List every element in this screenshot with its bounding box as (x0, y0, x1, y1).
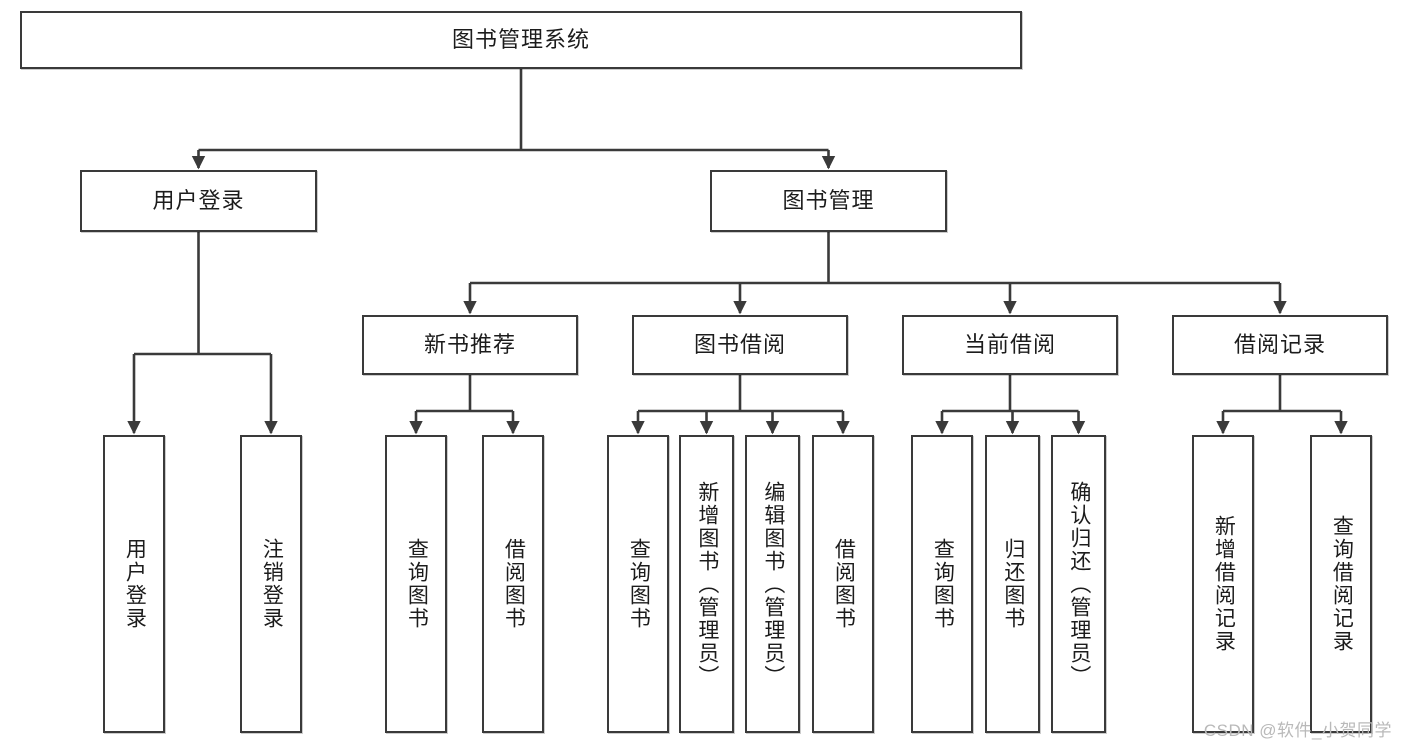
node-label-book-manage: 图书管理 (782, 188, 875, 213)
node-label-leaf-rec-borrow: 借阅图书 (502, 538, 526, 630)
node-label-new-book-rec: 新书推荐 (423, 332, 516, 357)
node-label-leaf-br-query: 查询借阅记录 (1330, 515, 1354, 653)
node-leaf-cb-confirm[interactable]: 确认归还（管理员） (1051, 435, 1106, 733)
node-label-leaf-bb-add: 新增图书（管理员） (695, 480, 719, 688)
node-root[interactable]: 图书管理系统 (20, 11, 1022, 69)
node-label-user-login: 用户登录 (152, 188, 245, 213)
node-book-manage[interactable]: 图书管理 (710, 170, 947, 232)
node-leaf-rec-query[interactable]: 查询图书 (385, 435, 447, 733)
node-leaf-cb-return[interactable]: 归还图书 (985, 435, 1040, 733)
node-label-current-borrow: 当前借阅 (963, 332, 1056, 357)
node-leaf-bb-add[interactable]: 新增图书（管理员） (679, 435, 734, 733)
node-label-leaf-cb-confirm: 确认归还（管理员） (1067, 480, 1091, 688)
node-label-leaf-user-login: 用户登录 (123, 538, 147, 630)
node-leaf-user-logout[interactable]: 注销登录 (240, 435, 302, 733)
node-leaf-cb-query[interactable]: 查询图书 (911, 435, 973, 733)
node-label-leaf-cb-query: 查询图书 (931, 538, 955, 630)
node-label-leaf-rec-query: 查询图书 (405, 538, 429, 630)
node-label-root: 图书管理系统 (451, 27, 590, 52)
node-label-leaf-bb-query: 查询图书 (627, 538, 651, 630)
node-leaf-bb-query[interactable]: 查询图书 (607, 435, 669, 733)
node-current-borrow[interactable]: 当前借阅 (902, 315, 1118, 375)
node-label-leaf-bb-edit: 编辑图书（管理员） (761, 480, 785, 688)
node-label-leaf-user-logout: 注销登录 (260, 538, 284, 630)
node-book-borrow[interactable]: 图书借阅 (632, 315, 848, 375)
node-borrow-record[interactable]: 借阅记录 (1172, 315, 1388, 375)
node-label-leaf-br-add: 新增借阅记录 (1212, 515, 1236, 653)
node-label-leaf-bb-borrow: 借阅图书 (832, 538, 856, 630)
node-leaf-user-login[interactable]: 用户登录 (103, 435, 165, 733)
node-label-leaf-cb-return: 归还图书 (1001, 538, 1025, 630)
node-leaf-bb-borrow[interactable]: 借阅图书 (812, 435, 874, 733)
node-leaf-br-query[interactable]: 查询借阅记录 (1310, 435, 1372, 733)
node-user-login[interactable]: 用户登录 (80, 170, 317, 232)
node-leaf-br-add[interactable]: 新增借阅记录 (1192, 435, 1254, 733)
node-leaf-rec-borrow[interactable]: 借阅图书 (482, 435, 544, 733)
node-new-book-rec[interactable]: 新书推荐 (362, 315, 578, 375)
node-leaf-bb-edit[interactable]: 编辑图书（管理员） (745, 435, 800, 733)
node-label-borrow-record: 借阅记录 (1233, 332, 1326, 357)
node-label-book-borrow: 图书借阅 (693, 332, 786, 357)
